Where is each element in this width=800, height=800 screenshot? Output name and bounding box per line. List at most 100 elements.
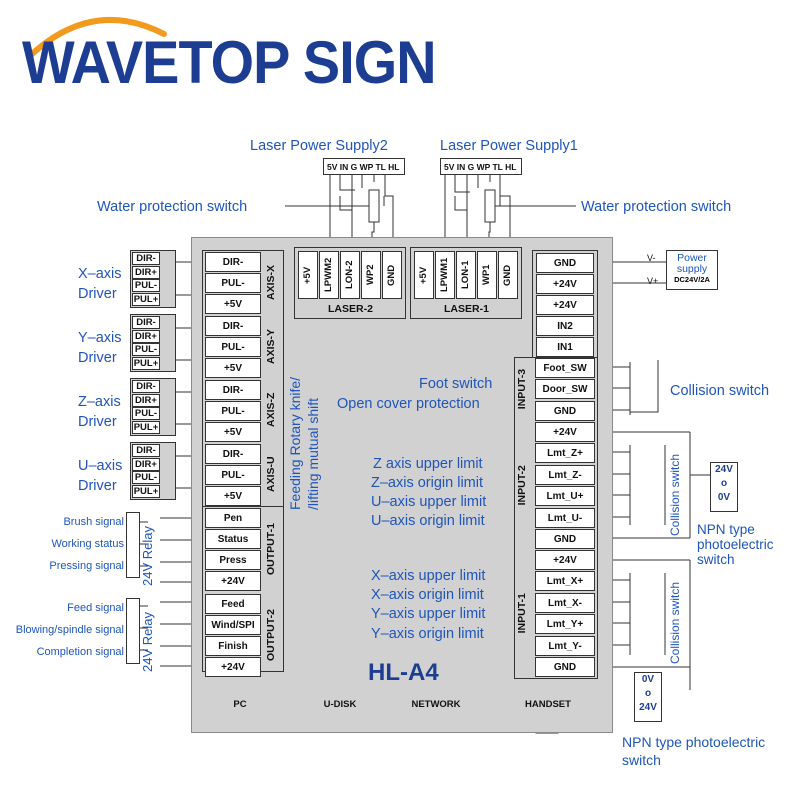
axis-name: AXIS-Y (265, 328, 277, 364)
axis-pin: DIR- (205, 252, 261, 272)
laser1-pin: +5V (414, 251, 434, 299)
power-supply-label: Power supply (676, 252, 708, 275)
axis-pin: DIR- (205, 316, 261, 336)
driver-pin: PUL+ (132, 484, 160, 498)
input-pin: GND (535, 400, 595, 421)
input-pin: GND (535, 657, 595, 677)
input-pin: Lmt_Y- (535, 635, 595, 656)
input2-note: U–axis upper limit (371, 494, 487, 510)
axis-name: AXIS-Z (265, 392, 277, 428)
relay-label: 24V Relay (140, 526, 155, 586)
ps2-header: 5V IN G WP TL HL (323, 158, 405, 175)
port-network-label: NETWORK (411, 699, 461, 710)
port-udisk-label: U-DISK (323, 699, 357, 710)
input2-note: Z–axis origin limit (371, 475, 483, 491)
relay-connector (126, 512, 140, 578)
input3-note: Foot switch (419, 376, 493, 392)
laser-1-connector: +5V LPWM1 LON-1 WP1 GND LASER-1 (410, 247, 522, 319)
laser2-pin: LON-2 (340, 251, 360, 299)
input1-note: Y–axis origin limit (371, 626, 484, 642)
signal-label: Pressing signal (49, 560, 124, 572)
ps1-header: 5V IN G WP TL HL (440, 158, 522, 175)
input-pin: Lmt_U+ (535, 486, 595, 507)
v-minus-label: V- (647, 253, 656, 263)
driver-pin: PUL+ (132, 292, 160, 306)
input-pin: Lmt_Z- (535, 464, 595, 485)
output-pin: +24V (205, 657, 261, 677)
axis-pin: +5V (205, 422, 261, 442)
input-pin: Lmt_X- (535, 592, 595, 613)
driver-pin: DIR+ (132, 265, 160, 279)
driver-pin: DIR- (132, 252, 160, 265)
driver-pin: PUL- (132, 407, 160, 420)
driver-pin: DIR- (132, 316, 160, 329)
axis-pin: DIR- (205, 380, 261, 400)
signal-label: Brush signal (63, 516, 124, 528)
axis-pin: PUL- (205, 401, 261, 421)
input1-note: X–axis upper limit (371, 568, 486, 584)
output-pin: Feed (205, 594, 261, 614)
driver-pin: PUL- (132, 279, 160, 292)
power-connector: GND +24V +24V IN2 IN1 (532, 250, 598, 358)
laser2-pin: LPWM2 (319, 251, 339, 299)
power-pin: +24V (536, 295, 594, 315)
driver-pin: DIR+ (132, 329, 160, 343)
output-pin: Status (205, 529, 261, 549)
feeding-note: Feeding Rotary knife//lifting mutual shi… (287, 376, 321, 510)
axis-pin: PUL- (205, 465, 261, 485)
collision-switch-input2: Collision switch (668, 453, 682, 536)
relay-label: 24V Relay (140, 612, 155, 672)
signal-label: Completion signal (36, 646, 124, 658)
axis-pin: PUL- (205, 273, 261, 293)
collision-switch-input1: Collision switch (668, 581, 682, 664)
brand-logo: WAVETOP SIGN (22, 29, 437, 96)
input-pin: Lmt_U- (535, 507, 595, 528)
input-pin: Foot_SW (535, 358, 595, 378)
v-plus-label: V+ (647, 276, 659, 286)
output-pin: +24V (205, 571, 261, 591)
relay-connector (126, 598, 140, 664)
driver-pin: PUL- (132, 471, 160, 484)
port-handset-label: HANDSET (525, 699, 571, 710)
input-name: INPUT-3 (516, 368, 528, 410)
power-supply-rating: DC24V/2A (674, 275, 710, 284)
output-pin: Press (205, 550, 261, 570)
input2-note: Z axis upper limit (373, 456, 483, 472)
power-pin: IN2 (536, 316, 594, 336)
laser2-pin: +5V (298, 251, 318, 299)
output-pin: Finish (205, 636, 261, 656)
input-pin: Lmt_X+ (535, 571, 595, 592)
laser1-pin: GND (498, 251, 518, 299)
laser1-pin: LON-1 (456, 251, 476, 299)
input-pin: Lmt_Z+ (535, 443, 595, 464)
power-supply-box: Power supply DC24V/2A (666, 250, 718, 290)
port-pc-label: PC (233, 699, 247, 710)
output-name: OUTPUT-2 (265, 609, 277, 661)
laser2-pin: WP2 (361, 251, 381, 299)
model-label: HL-A4 (368, 659, 439, 686)
input-pin: Door_SW (535, 379, 595, 400)
driver-pin: DIR- (132, 444, 160, 457)
output-name: OUTPUT-1 (265, 523, 277, 575)
collision-switch-input3: Collision switch (670, 383, 770, 399)
input-pin: +24V (535, 422, 595, 442)
water-protection-switch-left: Water protection switch (97, 199, 248, 215)
signal-label: Working status (51, 538, 124, 550)
driver-pin: DIR+ (132, 393, 160, 407)
input-name: INPUT-1 (516, 593, 528, 634)
input-pin: Lmt_Y+ (535, 614, 595, 635)
input1-note: X–axis origin limit (371, 587, 484, 603)
laser-2-connector: +5V LPWM2 LON-2 WP2 GND LASER-2 (294, 247, 406, 319)
axis-pin: PUL- (205, 337, 261, 357)
driver-pin: DIR- (132, 380, 160, 393)
axis-pin: +5V (205, 486, 261, 506)
axis-name: AXIS-X (265, 264, 277, 300)
power-pin: +24V (536, 274, 594, 294)
laser1-pin: WP1 (477, 251, 497, 299)
